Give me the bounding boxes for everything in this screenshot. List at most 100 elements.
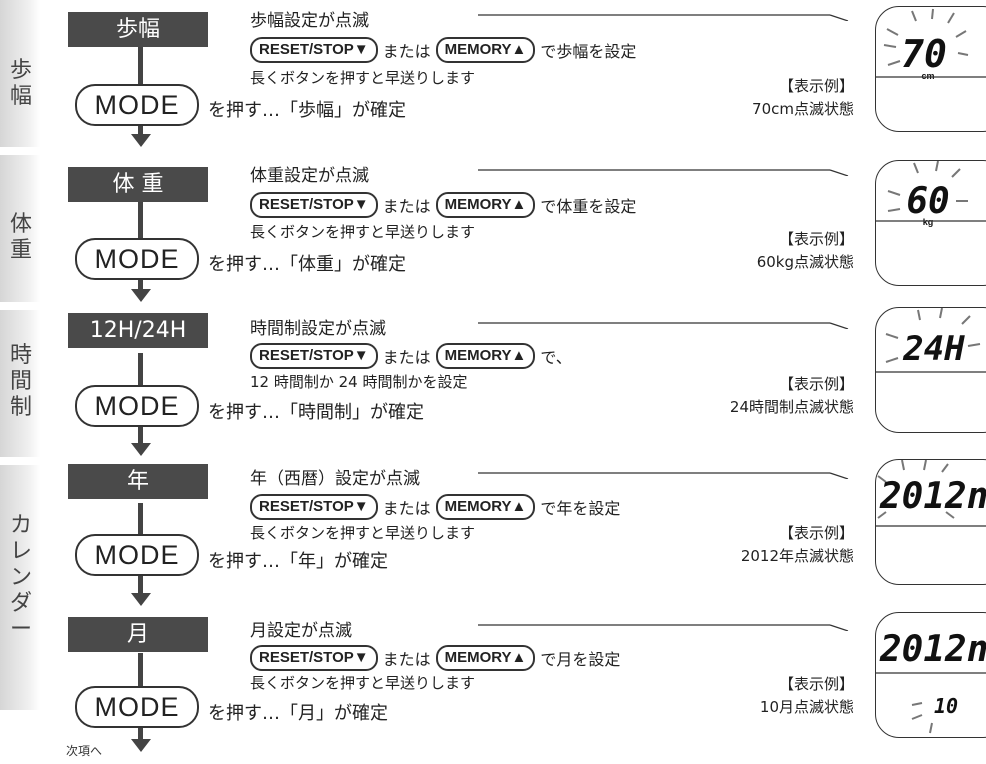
- blink-rays-icon: [885, 308, 981, 363]
- lcd-svg: 24H: [876, 308, 986, 373]
- confirm-text: を押す…「体重」が確定: [208, 254, 406, 275]
- confirm-text: を押す…「歩幅」が確定: [208, 100, 406, 121]
- lcd-display: 2012n 10: [875, 612, 986, 738]
- side-label-weight: 体重: [10, 212, 33, 263]
- step-header: 月: [68, 617, 208, 652]
- lcd-main-value: 2012n: [879, 629, 986, 670]
- example-caption: 2012年点滅状態: [740, 547, 854, 565]
- flow-arrow: [131, 593, 151, 606]
- lcd-display: 2012n: [875, 459, 986, 585]
- or-text: または: [382, 42, 431, 61]
- flow-arrow: [131, 443, 151, 456]
- or-text: または: [382, 348, 431, 367]
- memory-button-label: MEMORY▲: [435, 494, 536, 520]
- example-label: 【表示例】: [778, 77, 854, 95]
- or-text: または: [382, 499, 431, 518]
- side-bar-stride: [0, 0, 40, 147]
- lcd-svg: 2012n 10: [876, 629, 986, 734]
- set-text: で月を設定: [540, 650, 621, 669]
- mode-button: MODE: [75, 534, 199, 576]
- leader-line: [478, 472, 849, 479]
- reset-stop-button-label: RESET/STOP▼: [250, 645, 378, 671]
- memory-button-label: MEMORY▲: [435, 37, 536, 63]
- blink-text: 体重設定が点滅: [250, 166, 369, 186]
- side-bar-hour-format: [0, 310, 40, 457]
- lcd-svg: 2012n: [876, 460, 986, 527]
- side-bar-weight: [0, 155, 40, 302]
- step-header: 年: [68, 464, 208, 499]
- set-instruction: RESET/STOP▼ または MEMORY▲ で年を設定: [250, 494, 625, 520]
- lcd-svg: 70 cm: [876, 8, 986, 81]
- lcd-unit: cm: [921, 71, 934, 81]
- mode-button: MODE: [75, 385, 199, 427]
- example-caption: 24時間制点滅状態: [729, 398, 854, 416]
- leader-line: [478, 169, 849, 176]
- leader-line: [478, 322, 849, 329]
- blink-rays-icon: [911, 702, 933, 734]
- lcd-svg: 60 kg: [876, 161, 986, 227]
- reset-stop-button-label: RESET/STOP▼: [250, 343, 378, 369]
- mode-button: MODE: [75, 238, 199, 280]
- lcd-main-value: 24H: [902, 329, 965, 369]
- reset-stop-button-label: RESET/STOP▼: [250, 37, 378, 63]
- hint-text: 12 時間制か 24 時間制かを設定: [250, 373, 468, 391]
- mode-button: MODE: [75, 84, 199, 126]
- flow-arrow: [131, 739, 151, 752]
- blink-text: 月設定が点滅: [250, 621, 352, 641]
- lcd-main-value: 60: [906, 181, 949, 222]
- flow-arrow: [131, 289, 151, 302]
- set-text: で体重を設定: [540, 197, 637, 216]
- hint-text: 長くボタンを押すと早送りします: [250, 223, 476, 241]
- next-page-text: 次項へ: [66, 744, 103, 758]
- example-label: 【表示例】: [778, 524, 854, 542]
- lcd-display: 70 cm: [875, 6, 986, 132]
- reset-stop-button-label: RESET/STOP▼: [250, 494, 378, 520]
- set-text: で年を設定: [540, 499, 621, 518]
- confirm-text: を押す…「時間制」が確定: [208, 402, 424, 423]
- step-header: 歩幅: [68, 12, 208, 47]
- mode-button: MODE: [75, 686, 199, 728]
- side-label-calendar: カレンダー: [10, 513, 33, 642]
- set-instruction: RESET/STOP▼ または MEMORY▲ で月を設定: [250, 645, 625, 671]
- example-label: 【表示例】: [778, 675, 854, 693]
- example-caption: 10月点滅状態: [759, 698, 854, 716]
- step-header: 12H/24H: [68, 313, 208, 348]
- side-label-hour-format: 時間制: [10, 343, 33, 420]
- hint-text: 長くボタンを押すと早送りします: [250, 524, 476, 542]
- memory-button-label: MEMORY▲: [435, 645, 536, 671]
- blink-text: 時間制設定が点滅: [250, 319, 386, 339]
- set-text: で歩幅を設定: [540, 42, 637, 61]
- side-label-stride: 歩幅: [10, 58, 33, 109]
- lcd-main-value: 2012n: [879, 476, 986, 517]
- leader-line: [478, 14, 849, 21]
- example-label: 【表示例】: [778, 230, 854, 248]
- memory-button-label: MEMORY▲: [435, 343, 536, 369]
- blink-rays-icon: [883, 8, 969, 66]
- blink-rays-icon: [877, 460, 955, 519]
- or-text: または: [382, 650, 431, 669]
- confirm-text: を押す…「月」が確定: [208, 703, 388, 724]
- step-header: 体 重: [68, 167, 208, 202]
- lcd-main-value: 70: [901, 32, 947, 76]
- leader-line: [478, 624, 849, 631]
- lcd-display: 24H: [875, 307, 986, 433]
- lcd-unit: kg: [923, 217, 934, 227]
- lcd-display: 60 kg: [875, 160, 986, 286]
- set-instruction: RESET/STOP▼ または MEMORY▲ で体重を設定: [250, 192, 641, 218]
- example-caption: 60kg点滅状態: [756, 253, 854, 271]
- example-caption: 70cm点滅状態: [752, 100, 854, 118]
- blink-text: 年（西暦）設定が点滅: [250, 469, 420, 489]
- set-instruction: RESET/STOP▼ または MEMORY▲ で歩幅を設定: [250, 37, 641, 63]
- lcd-sub-value: 10: [934, 694, 958, 718]
- blink-rays-icon: [887, 161, 968, 212]
- set-text: で、: [540, 348, 572, 367]
- example-label: 【表示例】: [778, 375, 854, 393]
- hint-text: 長くボタンを押すと早送りします: [250, 69, 476, 87]
- memory-button-label: MEMORY▲: [435, 192, 536, 218]
- flow-arrow: [131, 134, 151, 147]
- or-text: または: [382, 197, 431, 216]
- hint-text: 長くボタンを押すと早送りします: [250, 674, 476, 692]
- reset-stop-button-label: RESET/STOP▼: [250, 192, 378, 218]
- confirm-text: を押す…「年」が確定: [208, 551, 388, 572]
- side-bar-calendar: [0, 465, 40, 710]
